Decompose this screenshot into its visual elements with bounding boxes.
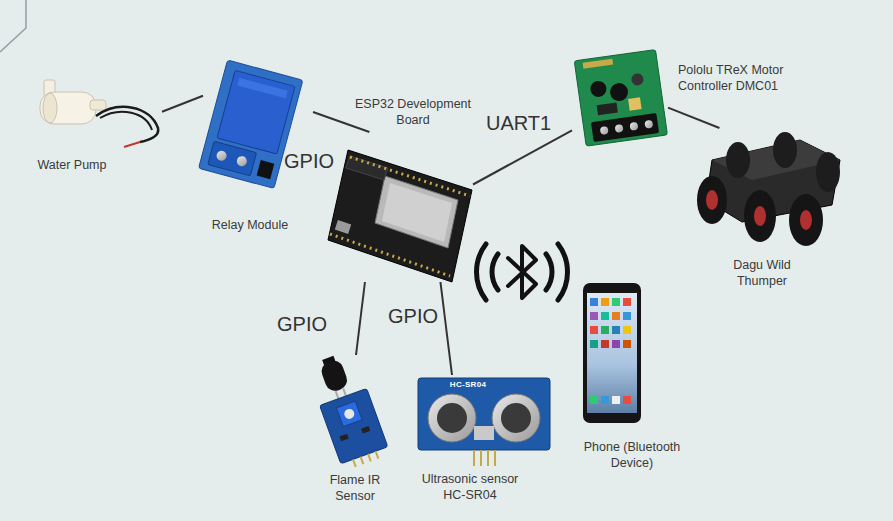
component-caption: Pololu TReX Motor Controller DMC01 (678, 63, 803, 94)
bluetooth-symbol (476, 244, 567, 300)
water-pump-picture (40, 80, 158, 147)
robot-chassis-picture (697, 132, 840, 246)
motor-controller-picture (574, 50, 667, 147)
connector-line (162, 96, 203, 112)
connector-line (313, 112, 369, 132)
phone-picture (583, 283, 641, 423)
connector-line (440, 282, 452, 375)
component-node: Pololu TReX Motor Controller DMC01 (572, 45, 668, 153)
ultrasonic-sensor-picture (418, 378, 550, 466)
component-node: Water Pump (36, 78, 162, 153)
component-caption: Phone (Bluetooth Device) (577, 440, 687, 471)
edge-label: UART1 (486, 112, 551, 134)
component-node: ESP32 Development Board (325, 132, 473, 282)
component-node: Dagu Wild Thumper (690, 128, 845, 248)
component-node: Phone (Bluetooth Device) (582, 282, 642, 424)
flame-sensor-picture (305, 349, 390, 471)
component-node: Relay Module (203, 58, 313, 193)
connector-line (356, 282, 365, 355)
connector-line (473, 130, 572, 184)
edge-label: GPIO (388, 305, 438, 327)
component-node: Ultrasonic sensor HC-SR04 (415, 375, 552, 470)
edge-label: GPIO (284, 150, 334, 172)
component-caption: Relay Module (200, 218, 300, 234)
edge-label: GPIO (277, 313, 327, 335)
component-node: Flame IR Sensor (305, 355, 405, 467)
component-caption: ESP32 Development Board (350, 97, 476, 128)
component-caption: Water Pump (22, 158, 122, 174)
esp32-board-picture (328, 150, 472, 282)
component-caption: Dagu Wild Thumper (722, 258, 802, 289)
corner-frame (0, 0, 26, 52)
board-marking: HC-SR04 (450, 381, 486, 389)
component-caption: Flame IR Sensor (315, 473, 395, 504)
component-caption: Ultrasonic sensor HC-SR04 (410, 472, 530, 503)
connector-line (668, 108, 719, 128)
